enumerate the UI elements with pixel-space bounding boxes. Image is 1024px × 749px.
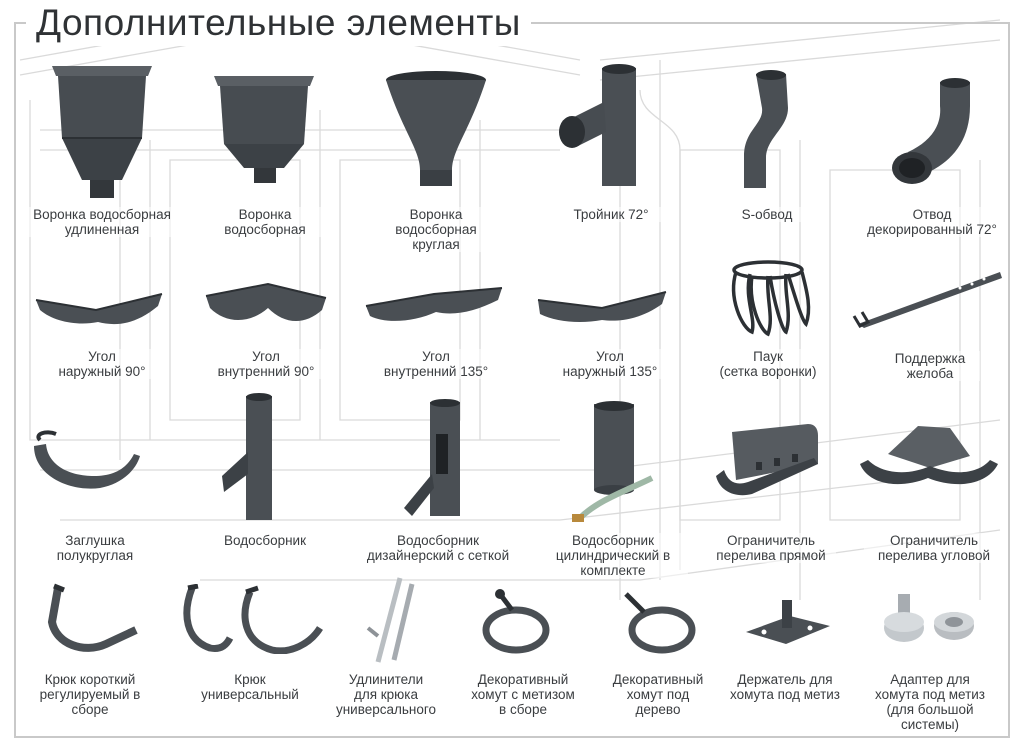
overflow-corner-icon — [860, 426, 998, 485]
caption: Угол наружный 135° — [550, 349, 670, 379]
caption: Поддержка желоба — [880, 351, 980, 381]
caption: Заглушка полукруглая — [40, 533, 150, 563]
inner-corner-135-icon — [365, 287, 503, 321]
s-bend-icon — [744, 70, 788, 188]
caption: Держатель для хомута под метиз — [720, 672, 850, 702]
clamp-wood-icon — [624, 592, 696, 654]
caption: S-обвод — [722, 207, 812, 222]
caption: Адаптер для хомута под метиз (для большо… — [862, 672, 998, 732]
short-hook-icon — [47, 583, 138, 652]
funnel-icon — [214, 76, 314, 183]
outer-corner-135-icon — [537, 291, 667, 322]
page-title: Дополнительные элементы — [26, 0, 531, 46]
caption: Ограничитель перелива прямой — [706, 533, 836, 563]
rain-collector-icon — [222, 393, 272, 520]
gutter-support-icon — [852, 272, 1002, 328]
caption: Воронка водосборная круглая — [376, 207, 496, 252]
spider-mesh-icon — [731, 260, 811, 337]
clamp-holder-icon — [746, 600, 830, 644]
caption: Водосборник цилиндрический в комплекте — [538, 533, 688, 578]
tee-icon — [559, 64, 636, 186]
caption: Декоративный хомут под дерево — [598, 672, 718, 717]
caption: Воронка водосборная удлиненная — [22, 207, 182, 237]
caption: Удлинители для крюка универсального — [326, 672, 446, 717]
caption: Угол внутренний 90° — [206, 349, 326, 379]
hook-extender-icon — [366, 577, 415, 663]
caption: Воронка водосборная — [200, 207, 330, 237]
designer-collector-icon — [404, 399, 460, 516]
clamp-bolt-icon — [482, 589, 550, 654]
caption: Угол внутренний 135° — [374, 349, 498, 379]
caption: Отвод декорированный 72° — [856, 207, 1008, 237]
cylinder-collector-icon — [572, 401, 654, 522]
outer-corner-90-icon — [35, 293, 163, 325]
caption: Тройник 72° — [556, 207, 666, 222]
caption: Ограничитель перелива угловой — [864, 533, 1004, 563]
end-cap-icon — [34, 430, 140, 489]
funnel-round-icon — [386, 71, 486, 186]
caption: Крюк короткий регулируемый в сборе — [32, 672, 148, 717]
caption: Крюк универсальный — [190, 672, 310, 702]
adapter-icon — [884, 594, 974, 642]
caption: Паук (сетка воронки) — [710, 349, 826, 379]
caption: Водосборник — [210, 533, 320, 548]
caption: Декоративный хомут с метизом в сборе — [460, 672, 586, 717]
elbow-icon — [892, 78, 970, 184]
overflow-straight-icon — [716, 424, 818, 496]
inner-corner-90-icon — [205, 282, 327, 322]
funnel-long-icon — [52, 66, 152, 198]
caption: Водосборник дизайнерский с сеткой — [356, 533, 520, 563]
caption: Угол наружный 90° — [52, 349, 152, 379]
universal-hook-icon — [183, 584, 323, 654]
